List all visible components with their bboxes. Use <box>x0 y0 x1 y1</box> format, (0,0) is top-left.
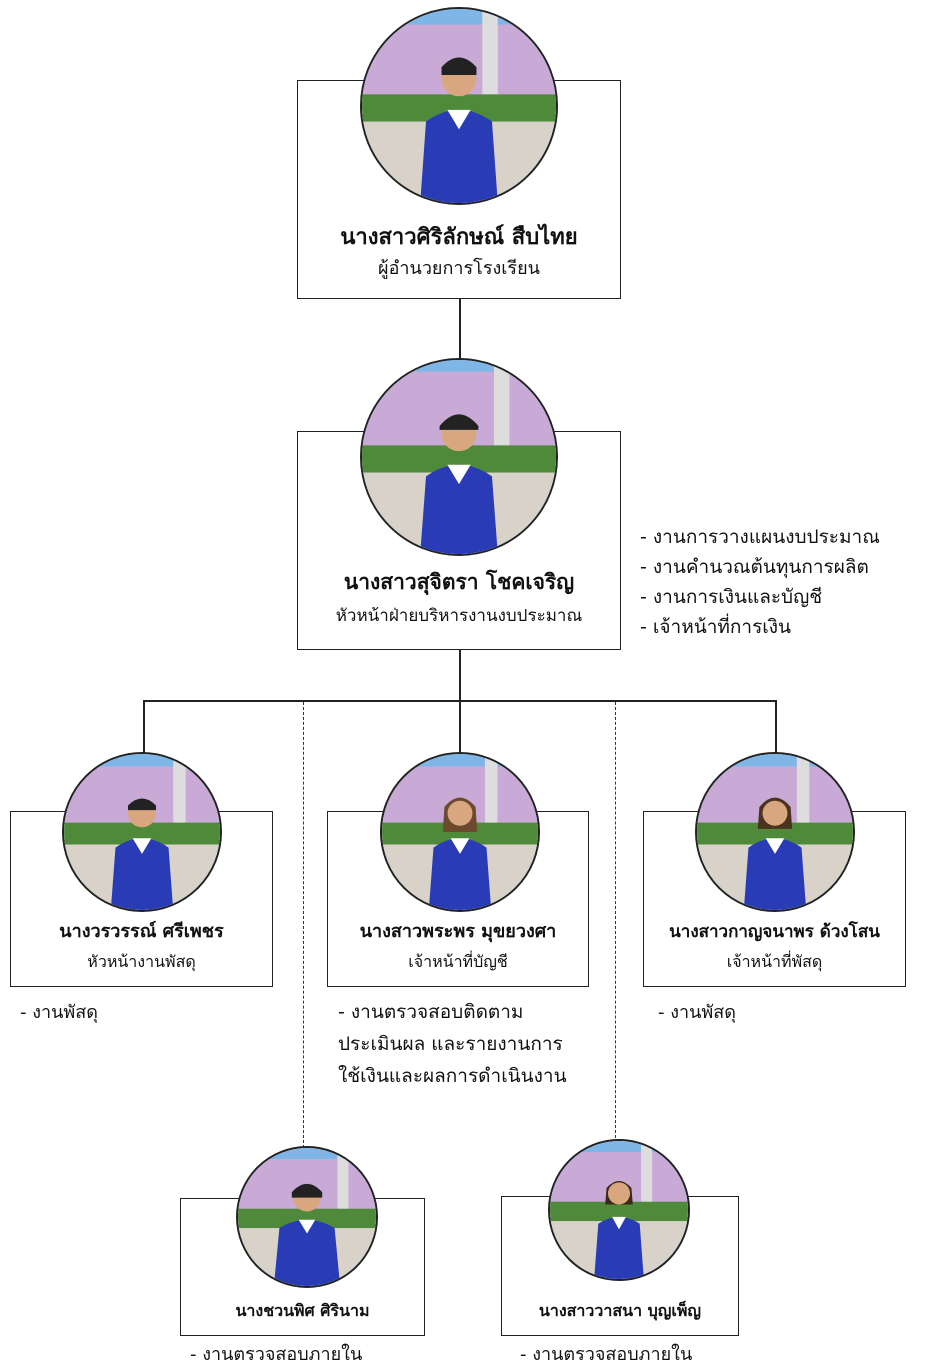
head-role: หัวหน้าฝ่ายบริหารงานงบประมาณ <box>335 606 583 626</box>
head-duty-2: - งานคำนวณต้นทุนการผลิต <box>640 556 869 578</box>
dashed-connector-auditor-2 <box>615 702 616 1138</box>
auditor-2-duty-1: - งานตรวจสอบภายใน <box>520 1344 693 1365</box>
connector-staff-2 <box>459 700 461 755</box>
staff-role-2: เจ้าหน้าที่บัญชี <box>408 952 508 971</box>
staff-duties-2: - งานตรวจสอบติดตาม ประเมินผล และรายงานกา… <box>338 996 567 1092</box>
connector-staff-3 <box>775 700 777 755</box>
staff-photo-3 <box>695 752 855 912</box>
auditor-name-1: นางชวนพิศ ศิรินาม <box>235 1301 370 1320</box>
dashed-connector-auditor-1 <box>303 702 304 1148</box>
auditor-duties-1: - งานตรวจสอบภายใน <box>190 1340 362 1370</box>
staff-name-3: นางสาวกาญจนาพร ด้วงโสน <box>669 922 880 942</box>
director-photo <box>360 7 558 205</box>
staff-3-duty-1: - งานพัสดุ <box>658 1002 736 1023</box>
staff-duties-1: - งานพัสดุ <box>20 998 98 1028</box>
head-duty-4: - เจ้าหน้าที่การเงิน <box>640 616 792 638</box>
auditor-photo-2 <box>548 1139 690 1281</box>
auditor-duties-2: - งานตรวจสอบภายใน <box>520 1340 692 1370</box>
connector-staff-1 <box>143 700 145 755</box>
head-duties: - งานการวางแผนงบประมาณ - งานคำนวณต้นทุนก… <box>640 522 880 642</box>
staff-2-duty-1: - งานตรวจสอบติดตาม <box>338 1001 524 1023</box>
head-duty-3: - งานการเงินและบัญชี <box>640 586 823 608</box>
connector-head-down <box>459 649 461 700</box>
staff-role-1: หัวหน้างานพัสดุ <box>87 952 196 971</box>
auditor-name-2: นางสาววาสนา บุญเพ็ญ <box>538 1301 702 1320</box>
director-role: ผู้อำนวยการโรงเรียน <box>378 258 540 279</box>
director-name: นางสาวศิริลักษณ์ สืบไทย <box>340 225 578 250</box>
head-duty-1: - งานการวางแผนงบประมาณ <box>640 526 880 548</box>
connector-director-head <box>459 298 461 360</box>
auditor-photo-1 <box>236 1146 378 1288</box>
staff-1-duty-1: - งานพัสดุ <box>20 1002 98 1023</box>
staff-name-2: นางสาวพระพร มุขยวงศา <box>359 921 557 942</box>
staff-duties-3: - งานพัสดุ <box>658 998 736 1028</box>
head-photo <box>360 358 558 556</box>
staff-photo-1 <box>62 752 222 912</box>
head-name: นางสาวสุจิตรา โชคเจริญ <box>343 570 575 594</box>
staff-2-duty-3: ใช้เงินและผลการดำเนินงาน <box>338 1065 567 1087</box>
auditor-1-duty-1: - งานตรวจสอบภายใน <box>190 1344 363 1365</box>
staff-photo-2 <box>380 752 540 912</box>
staff-role-3: เจ้าหน้าที่พัสดุ <box>726 952 823 971</box>
staff-name-1: นางวรวรรณ์ ศรีเพชร <box>59 921 224 942</box>
staff-2-duty-2: ประเมินผล และรายงานการ <box>338 1033 563 1055</box>
